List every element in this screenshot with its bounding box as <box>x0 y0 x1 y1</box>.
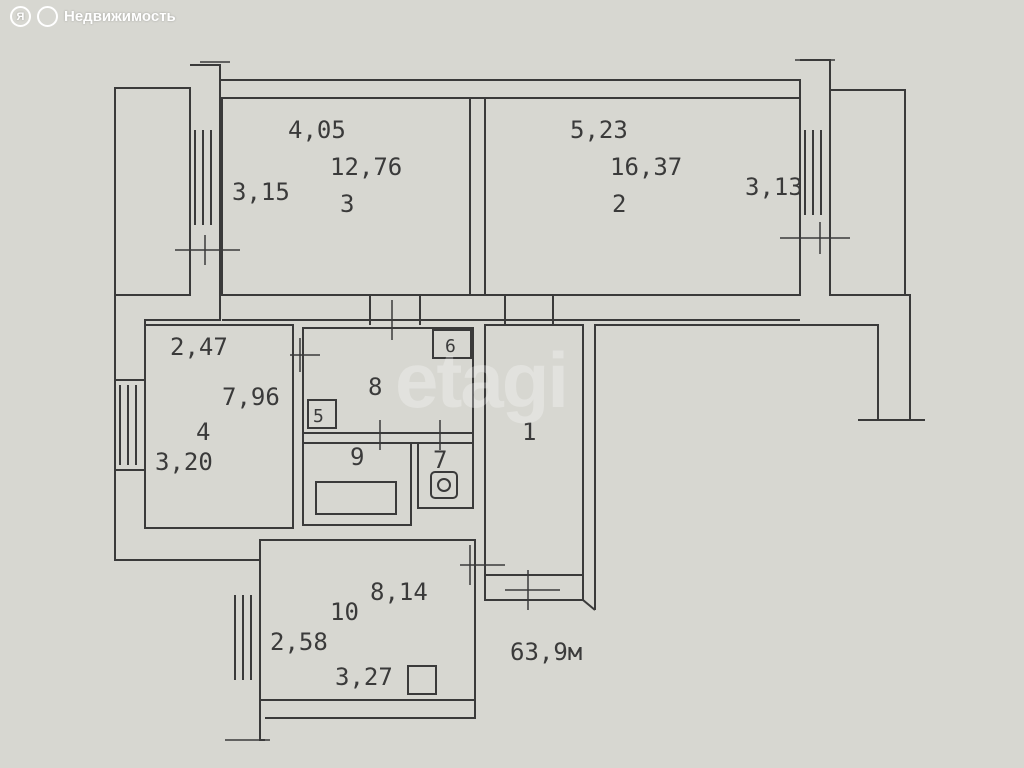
main-outline <box>144 64 221 325</box>
right-wing <box>830 89 906 295</box>
room-2-area: 16,37 <box>610 153 682 181</box>
room-3-outline <box>144 324 294 529</box>
room-3-number: 4 <box>196 418 210 446</box>
room-1-depth: 3,15 <box>232 178 290 206</box>
top-wall <box>219 79 801 99</box>
room-10-number: 10 <box>330 598 359 626</box>
kitchen-number: 8 <box>368 373 382 401</box>
room-3-depth: 3,20 <box>155 448 213 476</box>
room-10-width: 3,27 <box>335 663 393 691</box>
outer-wall <box>114 87 191 296</box>
wc-number: 7 <box>433 446 447 474</box>
corridor-outline <box>484 324 584 576</box>
kitchen-box-6: 6 <box>445 336 456 357</box>
room-1-number: 3 <box>340 190 354 218</box>
brand-name: Недвижимость <box>64 8 176 25</box>
room-3-area: 7,96 <box>222 383 280 411</box>
brand-mark-icon: Я <box>10 6 31 27</box>
room-1-width: 4,05 <box>288 116 346 144</box>
room-10-area: 8,14 <box>370 578 428 606</box>
bath-outline <box>302 442 412 526</box>
wc-outline <box>417 442 474 509</box>
corridor-number: 1 <box>522 418 536 446</box>
room-2-width: 5,23 <box>570 116 628 144</box>
room-10-depth: 2,58 <box>270 628 328 656</box>
room-1-area: 12,76 <box>330 153 402 181</box>
room-3-width: 2,47 <box>170 333 228 361</box>
room-2-depth: 3,13 <box>745 173 803 201</box>
kitchen-box-5: 5 <box>313 406 324 427</box>
right-outline <box>800 59 911 420</box>
brand-logo[interactable]: Я Недвижимость <box>10 6 176 27</box>
bath-number: 9 <box>350 443 364 471</box>
brand-ring-icon <box>37 6 58 27</box>
room-2-number: 2 <box>612 190 626 218</box>
watermark: etagi <box>395 336 569 424</box>
balcony-label: 63,9м <box>510 638 582 666</box>
